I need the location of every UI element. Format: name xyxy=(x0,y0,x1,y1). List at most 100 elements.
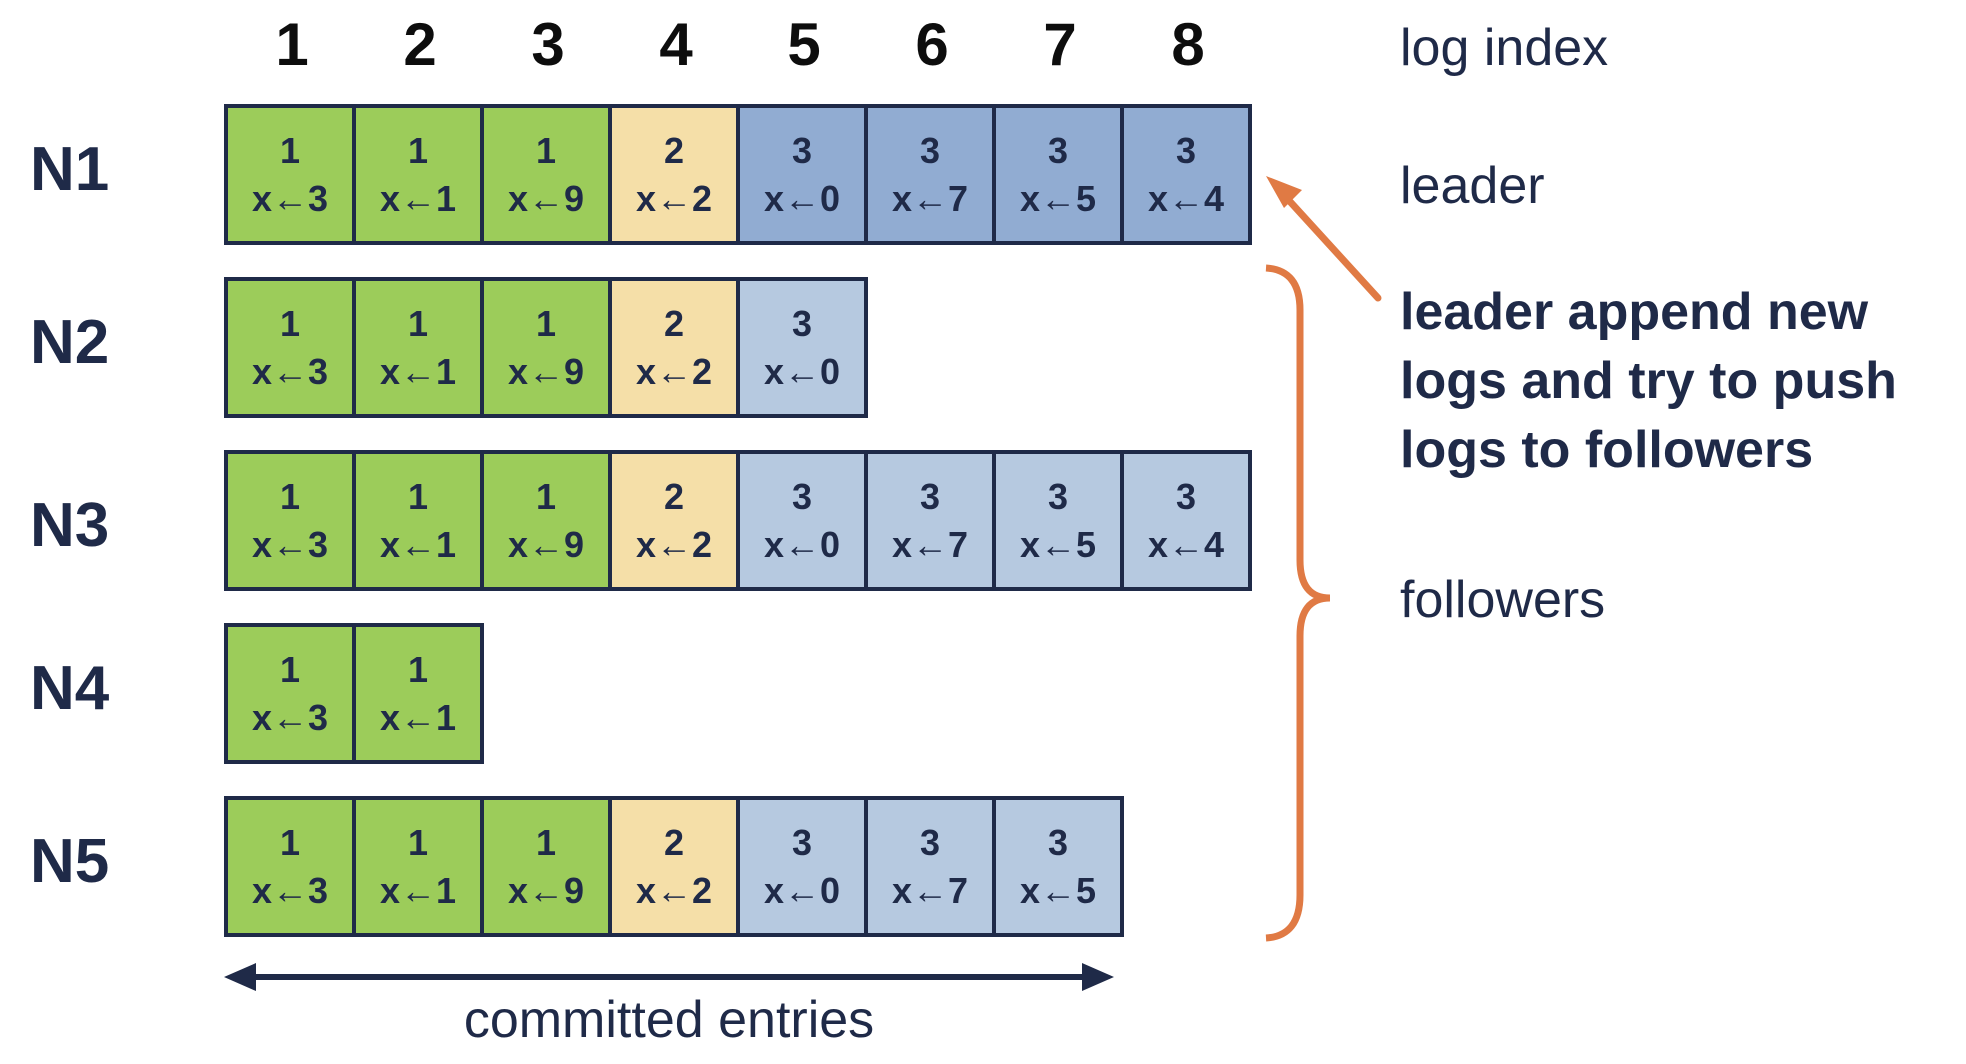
entry-command: x←0 xyxy=(763,177,841,219)
log-index-1: 1 xyxy=(275,11,309,78)
entry-term: 3 xyxy=(1175,129,1197,171)
entry-command: x←9 xyxy=(507,869,585,911)
log-index-7: 7 xyxy=(1043,11,1077,78)
log-index-label: log index xyxy=(1400,19,1609,77)
entry-term: 1 xyxy=(279,302,301,344)
entry-term: 3 xyxy=(1047,475,1069,517)
entry-command: x←3 xyxy=(251,869,329,911)
entry-term: 1 xyxy=(535,475,557,517)
entry-command: x←1 xyxy=(379,696,457,738)
entry-term: 1 xyxy=(407,302,429,344)
followers-label: followers xyxy=(1400,571,1606,629)
entry-term: 1 xyxy=(279,475,301,517)
entry-term: 1 xyxy=(279,129,301,171)
node-label-n5: N5 xyxy=(30,827,110,896)
entry-command: x←9 xyxy=(507,177,585,219)
entry-term: 3 xyxy=(919,475,941,517)
committed-entries-arrow xyxy=(224,963,1114,991)
entry-command: x←5 xyxy=(1019,177,1097,219)
entry-command: x←4 xyxy=(1147,177,1225,219)
entry-term: 1 xyxy=(279,821,301,863)
entry-term: 1 xyxy=(407,129,429,171)
entry-term: 3 xyxy=(791,302,813,344)
entry-command: x←1 xyxy=(379,350,457,392)
entry-term: 1 xyxy=(535,129,557,171)
log-index-8: 8 xyxy=(1171,11,1205,78)
entry-command: x←1 xyxy=(379,869,457,911)
log-index-2: 2 xyxy=(403,11,437,78)
leader-arrow xyxy=(1266,176,1382,302)
entry-term: 3 xyxy=(791,475,813,517)
leader-label: leader xyxy=(1400,157,1545,215)
log-index-4: 4 xyxy=(659,11,693,78)
followers-brace xyxy=(1265,264,1331,942)
entry-command: x←2 xyxy=(635,177,713,219)
entry-term: 2 xyxy=(663,475,685,517)
entry-term: 1 xyxy=(407,648,429,690)
entry-command: x←7 xyxy=(891,523,969,565)
log-index-6: 6 xyxy=(915,11,949,78)
entry-term: 3 xyxy=(919,821,941,863)
leader-note: leader append new logs and try to push l… xyxy=(1400,283,1897,479)
entry-command: x←9 xyxy=(507,350,585,392)
entry-command: x←7 xyxy=(891,177,969,219)
entry-command: x←9 xyxy=(507,523,585,565)
node-label-n2: N2 xyxy=(30,308,110,377)
entry-command: x←1 xyxy=(379,177,457,219)
entry-term: 1 xyxy=(535,821,557,863)
entry-term: 1 xyxy=(535,302,557,344)
entry-term: 3 xyxy=(1175,475,1197,517)
node-label-n1: N1 xyxy=(30,135,110,204)
entry-command: x←2 xyxy=(635,350,713,392)
entry-term: 3 xyxy=(1047,821,1069,863)
entry-command: x←7 xyxy=(891,869,969,911)
entry-term: 2 xyxy=(663,302,685,344)
entry-command: x←0 xyxy=(763,523,841,565)
entry-command: x←5 xyxy=(1019,523,1097,565)
log-index-3: 3 xyxy=(531,11,565,78)
entry-command: x←4 xyxy=(1147,523,1225,565)
entry-term: 3 xyxy=(1047,129,1069,171)
entry-term: 1 xyxy=(279,648,301,690)
node-label-n3: N3 xyxy=(30,491,110,560)
entry-term: 3 xyxy=(791,821,813,863)
entry-term: 3 xyxy=(791,129,813,171)
entry-command: x←3 xyxy=(251,523,329,565)
entry-term: 1 xyxy=(407,475,429,517)
entry-command: x←2 xyxy=(635,523,713,565)
entry-term: 2 xyxy=(663,129,685,171)
